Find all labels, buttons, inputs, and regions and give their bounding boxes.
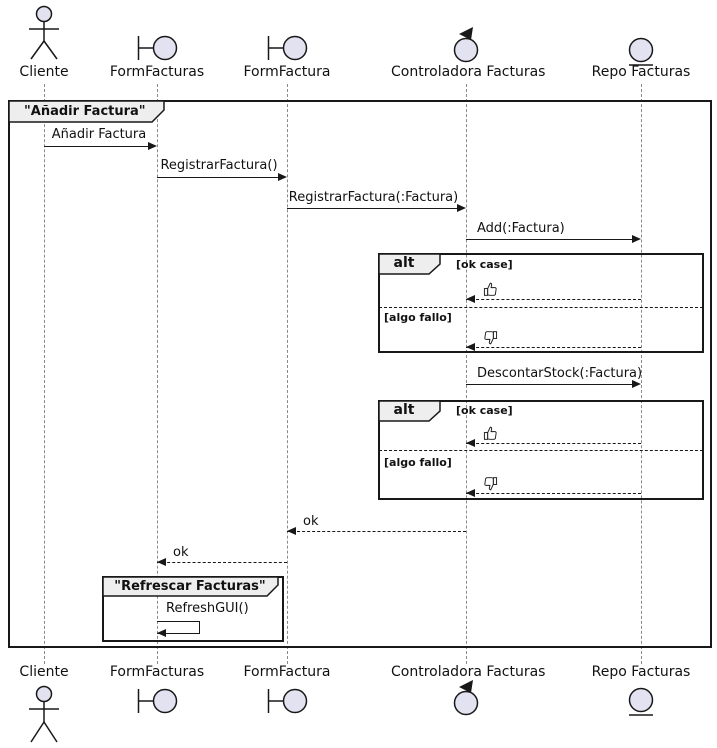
return-line [287,531,466,532]
arrowhead [466,294,475,303]
message-line [466,384,632,385]
alt-operator: alt [393,255,415,271]
participant-label-formfactura: FormFactura [243,664,331,680]
message-line [466,239,632,240]
alt-divider [379,307,703,308]
thumbs-up-icon [483,282,497,296]
boundary-icon [137,688,178,714]
frame-tab [8,100,165,123]
boundary-icon [267,688,308,714]
participant-label-repo-facturas: Repo Facturas [591,664,691,680]
actor-icon [29,685,59,743]
participant-label-formfacturas: FormFacturas [109,64,205,80]
frame-tab [102,576,279,597]
participant-label-formfacturas: FormFacturas [109,664,205,680]
lifeline-formfacturas [157,84,158,664]
message-label: Add(:Factura) [477,221,565,236]
message-label: ok [173,545,189,560]
message-label: ok [303,514,319,529]
boundary-icon [137,35,178,61]
return-line [466,347,641,348]
control-icon [453,27,479,63]
arrowhead [148,141,157,150]
participant-label-controladora-facturas: Controladora Facturas [391,664,546,680]
inner-frame-title: "Refrescar Facturas" [114,579,266,594]
message-label: Añadir Factura [51,127,147,142]
return-line [466,299,641,300]
alt-divider [379,450,703,451]
arrowhead [466,488,475,497]
boundary-icon [267,35,308,61]
message-line [157,177,278,178]
frame-title: "Añadir Factura" [24,104,146,119]
control-icon [453,680,479,716]
alt-guard-fail: [algo fallo] [384,456,452,469]
thumbs-down-icon [484,477,498,491]
message-label: DescontarStock(:Factura) [477,366,643,381]
participant-label-cliente: Cliente [19,664,69,680]
alt-operator: alt [393,402,415,418]
thumbs-down-icon [484,331,498,345]
return-line [466,443,641,444]
alt-tab [378,400,441,422]
arrowhead [632,234,641,243]
lifeline-formfactura [287,84,288,664]
message-label: RefreshGUI() [166,601,249,616]
self-message-line [157,633,200,634]
message-label: RegistrarFactura(:Factura) [288,190,459,205]
self-message-line [199,621,200,633]
arrowhead [457,203,466,212]
frame-anadir-factura [8,100,712,648]
arrowhead [466,342,475,351]
actor-icon [29,5,59,60]
alt-guard-ok: [ok case] [456,404,513,417]
entity-icon [628,687,654,716]
arrowhead [157,557,166,566]
lifeline-repo-facturas [641,84,642,664]
alt-tab [378,253,441,275]
entity-icon [628,37,654,66]
message-line [287,208,457,209]
alt-guard-fail: [algo fallo] [384,311,452,324]
participant-label-controladora-facturas: Controladora Facturas [391,64,546,80]
message-line [44,146,148,147]
arrowhead [632,379,641,388]
self-message-line [157,621,200,622]
alt-frame-1 [378,253,704,353]
return-line [157,562,287,563]
arrowhead [278,172,287,181]
return-line [466,493,641,494]
participant-label-cliente: Cliente [19,64,69,80]
alt-guard-ok: [ok case] [456,258,513,271]
message-label: RegistrarFactura() [160,158,278,173]
arrowhead [466,438,475,447]
participant-label-repo-facturas: Repo Facturas [591,64,691,80]
arrowhead [157,628,166,637]
lifeline-controladora-facturas [466,84,467,664]
participant-label-formfactura: FormFactura [243,64,331,80]
thumbs-up-icon [483,426,497,440]
lifeline-cliente [44,84,45,664]
arrowhead [287,526,296,535]
